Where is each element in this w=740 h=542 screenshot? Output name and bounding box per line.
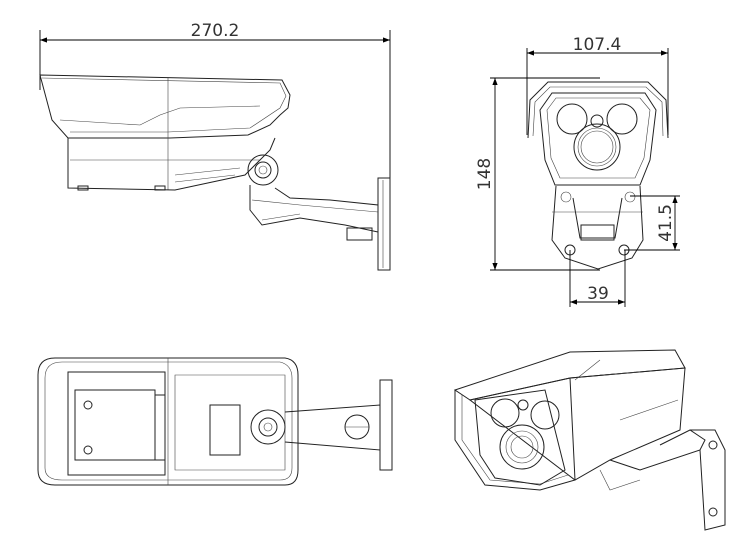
height-dimension-label: 148 — [475, 158, 495, 190]
front-view: 107.4 148 41.5 39 — [475, 35, 680, 307]
perspective-view — [453, 349, 726, 531]
top-view — [37, 357, 393, 486]
bracket-horizontal-dimension-label: 39 — [587, 284, 609, 304]
side-view: 270.2 — [39, 21, 391, 271]
length-dimension-label: 270.2 — [191, 21, 240, 41]
width-dimension-label: 107.4 — [573, 35, 622, 55]
bracket-vertical-dimension-label: 41.5 — [656, 204, 676, 242]
